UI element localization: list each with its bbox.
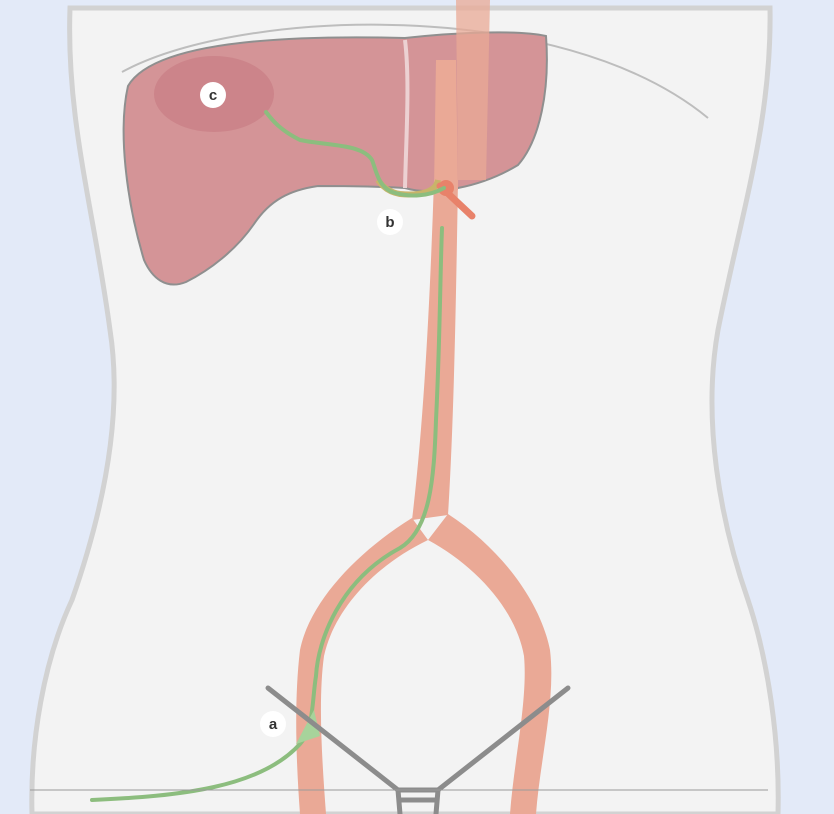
aorta-upper <box>434 60 458 190</box>
label-c: c <box>200 82 226 108</box>
label-c-text: c <box>209 87 217 104</box>
aorta <box>456 0 490 180</box>
label-a: a <box>260 711 286 737</box>
label-b-text: b <box>385 214 394 231</box>
liver-ligament <box>405 40 407 188</box>
label-b: b <box>377 209 403 235</box>
label-a-text: a <box>269 716 278 733</box>
